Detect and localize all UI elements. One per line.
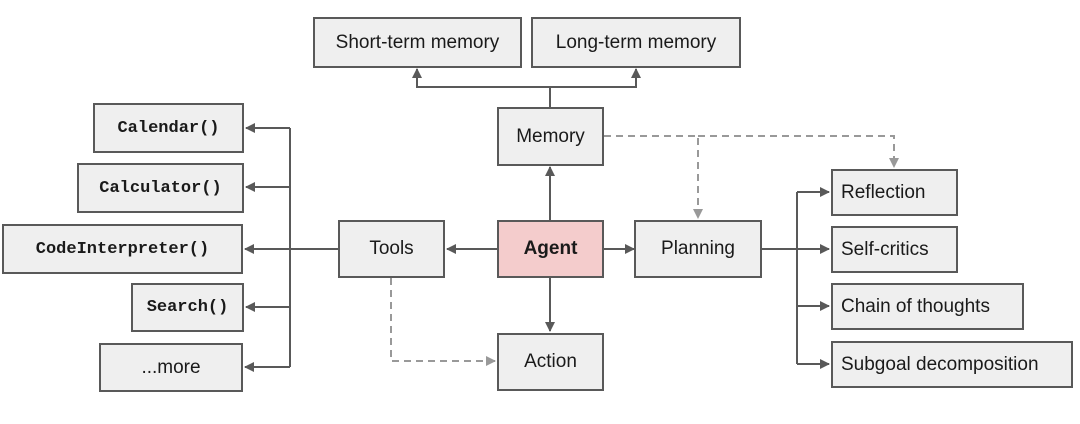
reflection-node: Reflection [831, 169, 958, 216]
agent-node: Agent [497, 220, 604, 278]
calendar-tool-node: Calendar() [93, 103, 244, 153]
chain-of-thoughts-node: Chain of thoughts [831, 283, 1024, 330]
tools-node: Tools [338, 220, 445, 278]
search-tool-node: Search() [131, 283, 244, 332]
memory-node: Memory [497, 107, 604, 166]
edge-tools-to-action-dashed [390, 278, 496, 366]
edge-memory-to-reflection-dashed [698, 135, 899, 168]
action-node: Action [497, 333, 604, 391]
edge-memory-to-short-term-memory [412, 68, 551, 107]
short-term-memory-node: Short-term memory [313, 17, 522, 68]
edge-memory-to-planning-dashed [604, 135, 703, 219]
calculator-tool-node: Calculator() [77, 163, 244, 213]
long-term-memory-node: Long-term memory [531, 17, 741, 68]
more-tools-node: ...more [99, 343, 243, 392]
code-interpreter-tool-node: CodeInterpreter() [2, 224, 243, 274]
planning-node: Planning [634, 220, 762, 278]
subgoal-decomposition-node: Subgoal decomposition [831, 341, 1073, 388]
self-critics-node: Self-critics [831, 226, 958, 273]
edge-memory-to-long-term-memory [550, 68, 641, 88]
